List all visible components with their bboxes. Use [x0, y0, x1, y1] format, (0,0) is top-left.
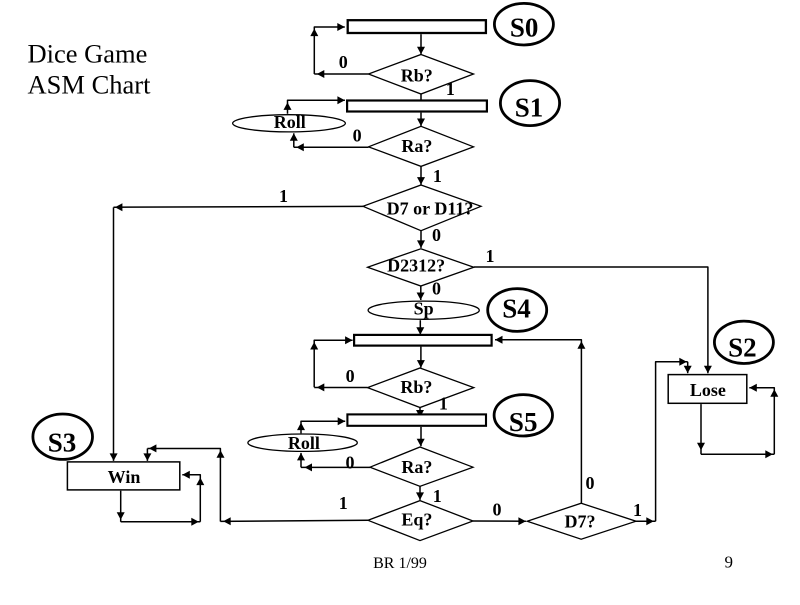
svg-text:0: 0: [432, 225, 441, 245]
svg-text:0: 0: [586, 473, 595, 493]
svg-text:Roll: Roll: [274, 112, 306, 132]
svg-text:S0: S0: [510, 12, 539, 42]
svg-text:0: 0: [353, 126, 362, 146]
svg-text:Ra?: Ra?: [401, 136, 432, 156]
svg-text:1: 1: [339, 493, 348, 513]
svg-text:1: 1: [279, 186, 288, 206]
svg-text:0: 0: [432, 278, 441, 298]
svg-text:1: 1: [439, 394, 448, 414]
svg-text:Win: Win: [108, 467, 141, 487]
svg-text:S3: S3: [48, 427, 77, 457]
svg-text:Roll: Roll: [288, 433, 320, 453]
svg-text:0: 0: [493, 500, 502, 520]
svg-text:1: 1: [486, 246, 495, 266]
svg-text:Eq?: Eq?: [401, 510, 432, 530]
svg-text:S4: S4: [502, 293, 531, 323]
svg-text:D7 or D11?: D7 or D11?: [387, 199, 474, 219]
svg-text:1: 1: [446, 79, 455, 99]
svg-text:9: 9: [724, 553, 733, 572]
svg-text:1: 1: [633, 500, 642, 520]
svg-text:D2312?: D2312?: [387, 255, 445, 275]
svg-text:0: 0: [339, 52, 348, 72]
svg-text:Rb?: Rb?: [400, 377, 432, 397]
svg-text:0: 0: [346, 366, 355, 386]
svg-text:S5: S5: [509, 407, 538, 437]
svg-text:Ra?: Ra?: [401, 457, 432, 477]
svg-text:ASM Chart: ASM Chart: [28, 70, 152, 100]
svg-text:S2: S2: [728, 333, 757, 363]
svg-text:0: 0: [346, 453, 355, 473]
svg-text:D7?: D7?: [565, 512, 596, 532]
svg-text:BR 1/99: BR 1/99: [373, 555, 427, 572]
svg-text:Lose: Lose: [690, 380, 726, 400]
svg-text:1: 1: [433, 166, 442, 186]
svg-text:Dice Game: Dice Game: [28, 39, 148, 69]
svg-text:Sp: Sp: [414, 299, 434, 319]
svg-text:S1: S1: [515, 93, 544, 123]
svg-text:Rb?: Rb?: [401, 65, 433, 85]
svg-text:1: 1: [433, 486, 442, 506]
